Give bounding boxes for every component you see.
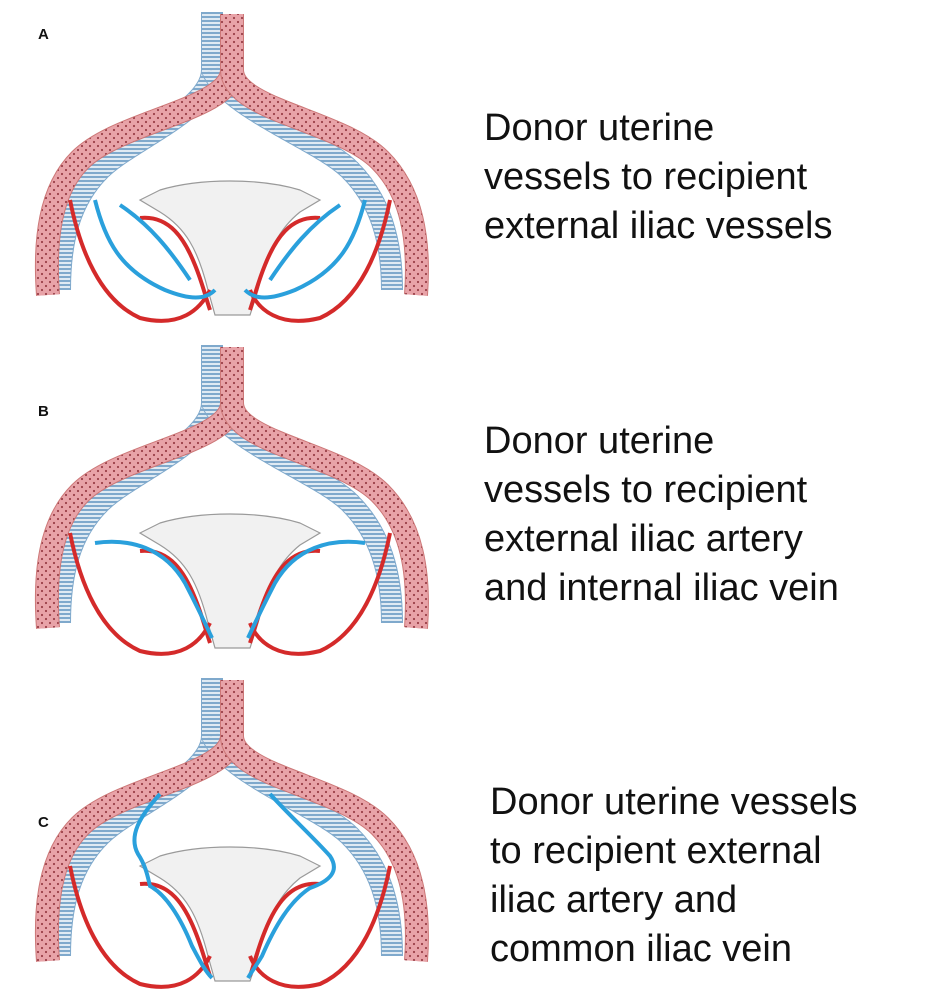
caption-line: external iliac vessels	[484, 202, 832, 251]
vascular-diagram	[0, 0, 450, 333]
panel-c: C Donor uterine vessels to r	[0, 666, 950, 999]
panel-b: B Donor uterine vessels to r	[0, 333, 950, 666]
panel-caption: Donor uterine vessels to recipient exter…	[484, 104, 832, 251]
vascular-diagram	[0, 333, 450, 666]
caption-line: common iliac vein	[490, 925, 858, 974]
caption-line: vessels to recipient	[484, 466, 839, 515]
panel-caption: Donor uterine vessels to recipient exter…	[484, 417, 839, 613]
caption-line: Donor uterine	[484, 417, 839, 466]
caption-line: vessels to recipient	[484, 153, 832, 202]
uterus	[140, 514, 320, 648]
caption-line: external iliac artery	[484, 515, 839, 564]
caption-line: and internal iliac vein	[484, 564, 839, 613]
panel-a: A Donor uterine	[0, 0, 950, 333]
caption-line: Donor uterine vessels	[490, 778, 858, 827]
panel-caption: Donor uterine vessels to recipient exter…	[490, 778, 858, 974]
caption-line: to recipient external	[490, 827, 858, 876]
vascular-diagram	[0, 666, 450, 999]
caption-line: iliac artery and	[490, 876, 858, 925]
uterus	[140, 847, 320, 981]
caption-line: Donor uterine	[484, 104, 832, 153]
